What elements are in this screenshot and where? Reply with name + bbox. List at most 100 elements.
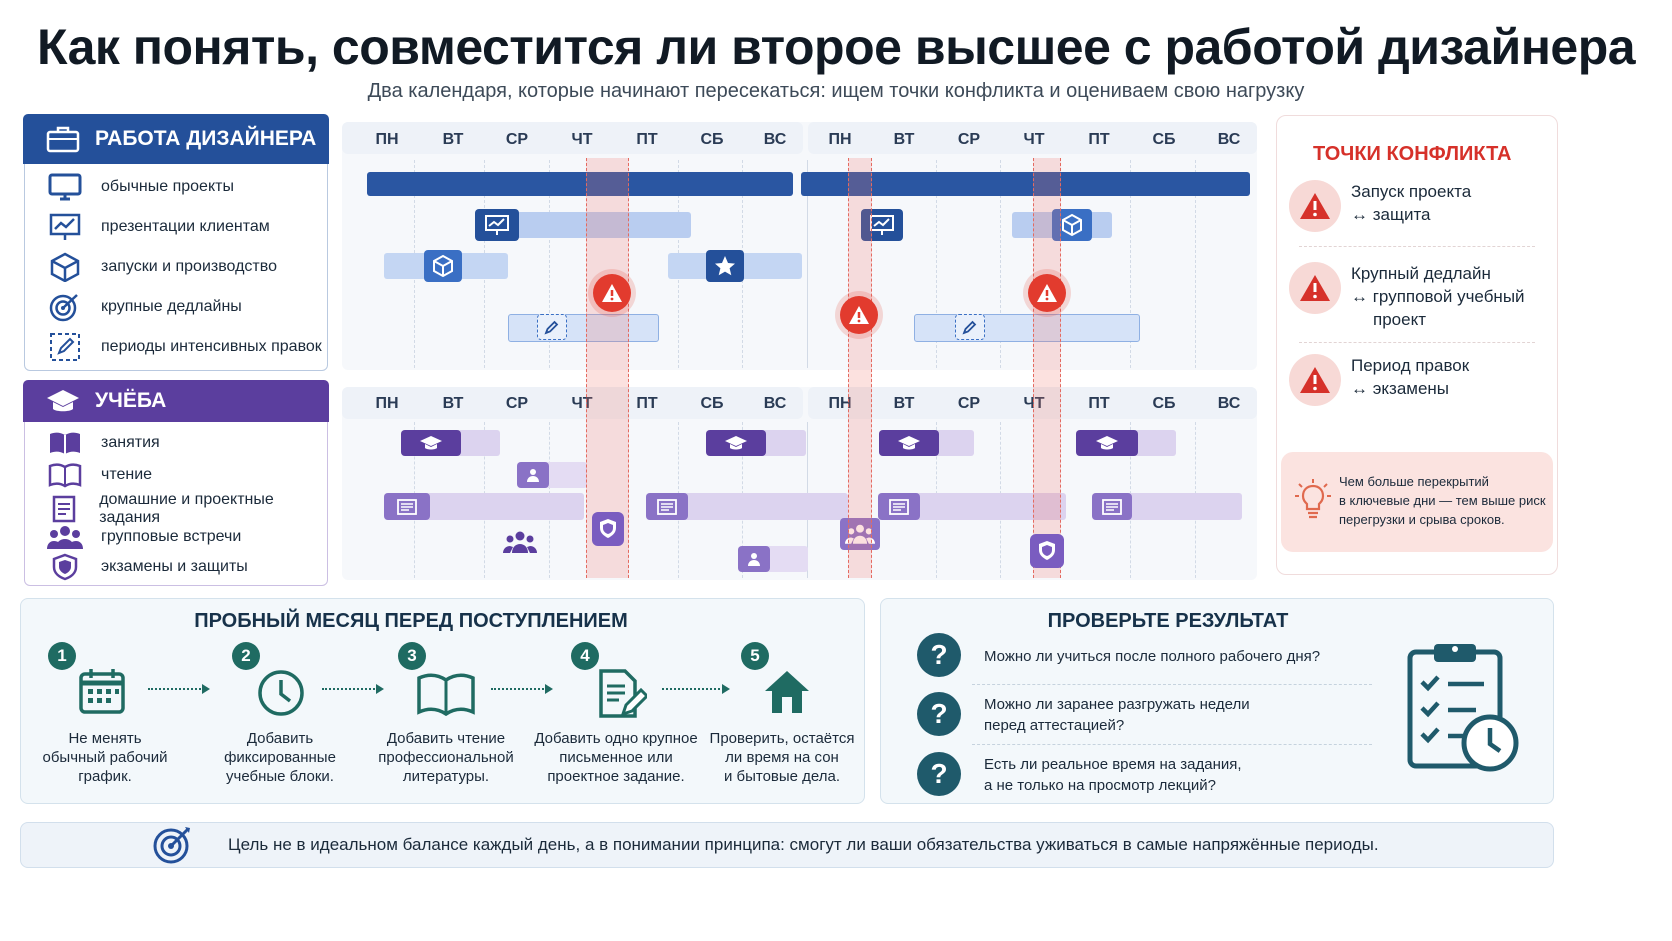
conflict-item: Крупный дедлайн ↔ групповой учебный проект <box>1289 262 1525 331</box>
document-icon <box>1092 493 1132 520</box>
work-day-thu-2: ЧТ <box>1023 131 1045 148</box>
conflict-line: проект <box>1373 310 1426 329</box>
grid-line <box>807 160 808 368</box>
graduation-cap-icon <box>1076 430 1138 456</box>
page-title: Как понять, совместится ли второе высшее… <box>36 19 1636 75</box>
question-icon: ? <box>917 633 961 677</box>
legend-label: крупные дедлайны <box>101 298 242 315</box>
work-day-sat-1: СБ <box>700 131 724 148</box>
conflict-line: Период правок <box>1351 356 1470 375</box>
study-day-tue-2: ВТ <box>893 395 915 412</box>
work-bar-revisions <box>914 314 1140 342</box>
graduation-cap-icon <box>706 430 766 456</box>
question-text: Есть ли реальное время на задания,а не т… <box>984 756 1242 794</box>
divider <box>1299 342 1535 343</box>
tip-line: перегрузки и срыва сроков. <box>1339 512 1505 527</box>
book-icon <box>47 460 83 490</box>
legend-item-revisions: периоды интенсивных правок <box>47 332 322 362</box>
trial-month-title: ПРОБНЫЙ МЕСЯЦ ПЕРЕД ПОСТУПЛЕНИЕМ <box>194 610 628 632</box>
pencil-box-icon <box>47 332 83 362</box>
work-day-sat-2: СБ <box>1152 131 1176 148</box>
conflict-line: Крупный дедлайн <box>1351 264 1491 283</box>
step-arrow <box>491 684 553 694</box>
work-day-wed-1: СР <box>505 131 529 148</box>
conflict-warning-icon <box>1028 274 1066 312</box>
goal-text: Цель не в идеальном балансе каждый день,… <box>228 835 1379 854</box>
legend-label: обычные проекты <box>101 178 234 195</box>
conflicts-title: ТОЧКИ КОНФЛИКТА <box>1313 143 1512 165</box>
step-number: 3 <box>398 642 426 670</box>
warning-icon <box>1289 262 1341 314</box>
work-day-fri-2: ПТ <box>1088 131 1110 148</box>
legend-label: чтение <box>101 466 153 483</box>
work-bar-regular-projects <box>801 172 1250 196</box>
work-day-thu-1: ЧТ <box>571 131 593 148</box>
study-day-fri-2: ПТ <box>1088 395 1110 412</box>
divider <box>972 744 1372 745</box>
reader-icon <box>517 462 549 488</box>
work-day-tue-2: ВТ <box>893 131 915 148</box>
step-arrow <box>148 684 210 694</box>
study-day-sun-1: ВС <box>763 395 787 412</box>
conflict-warning-icon <box>840 296 878 334</box>
work-legend-title: РАБОТА ДИЗАЙНЕРА <box>95 127 317 150</box>
legend-label: экзамены и защиты <box>101 558 248 575</box>
grid-line <box>1130 160 1131 368</box>
divider <box>972 684 1372 685</box>
conflict-line: ↔ групповой учебный <box>1351 287 1525 306</box>
legend-item-homework: домашние и проектные задания <box>47 491 327 527</box>
star-icon <box>706 250 744 282</box>
study-day-thu-1: ЧТ <box>571 395 593 412</box>
study-day-tue-1: ВТ <box>442 395 464 412</box>
study-day-sun-2: ВС <box>1217 395 1241 412</box>
work-days-header-week1 <box>342 122 803 154</box>
conflict-line: ↔ защита <box>1351 205 1431 224</box>
step-arrow <box>662 684 730 694</box>
house-icon <box>762 668 812 721</box>
graduation-cap-icon <box>45 386 81 416</box>
study-day-mon-1: ПН <box>375 395 399 412</box>
cube-icon <box>1052 209 1092 241</box>
cube-icon <box>424 250 462 282</box>
step-arrow <box>322 684 384 694</box>
tip-box: Чем больше перекрытий в ключевые дни — т… <box>1281 452 1553 552</box>
tip-line: Чем больше перекрытий <box>1339 474 1489 489</box>
check-panel: ПРОВЕРЬТЕ РЕЗУЛЬТАТ <box>880 598 1554 804</box>
legend-label: запуски и производство <box>101 258 277 275</box>
pencil-box-icon <box>537 314 567 340</box>
legend-label: периоды интенсивных правок <box>101 338 322 355</box>
work-day-mon-1: ПН <box>375 131 399 148</box>
grid-line <box>549 160 550 368</box>
step-number: 1 <box>48 642 76 670</box>
cube-icon <box>47 252 83 282</box>
goal-bar <box>20 822 1554 868</box>
legend-item-reading: чтение <box>47 460 152 490</box>
work-days-header-week2 <box>808 122 1257 154</box>
clipboard-clock-icon <box>1404 640 1524 779</box>
pencil-box-icon <box>955 314 985 340</box>
shield-icon <box>47 552 83 582</box>
warning-icon <box>1289 180 1341 232</box>
study-day-sat-1: СБ <box>700 395 724 412</box>
monitor-icon <box>47 172 83 202</box>
work-day-fri-1: ПТ <box>636 131 658 148</box>
work-day-wed-2: СР <box>957 131 981 148</box>
legend-label: занятия <box>101 434 160 451</box>
grid-line <box>1000 160 1001 368</box>
shield-icon <box>1030 534 1064 568</box>
step-number: 4 <box>571 642 599 670</box>
group-icon <box>840 518 880 550</box>
legend-label: домашние и проектные задания <box>99 491 274 526</box>
work-legend-header: РАБОТА ДИЗАЙНЕРА <box>23 114 329 164</box>
graduation-cap-icon <box>401 430 461 456</box>
work-bar-revisions <box>508 314 659 342</box>
conflict-line: Запуск проекта <box>1351 182 1472 201</box>
presentation-icon <box>475 209 519 241</box>
conflict-column-3 <box>1033 158 1061 578</box>
work-day-sun-1: ВС <box>763 131 787 148</box>
shield-icon <box>592 512 624 546</box>
group-icon <box>47 522 83 552</box>
